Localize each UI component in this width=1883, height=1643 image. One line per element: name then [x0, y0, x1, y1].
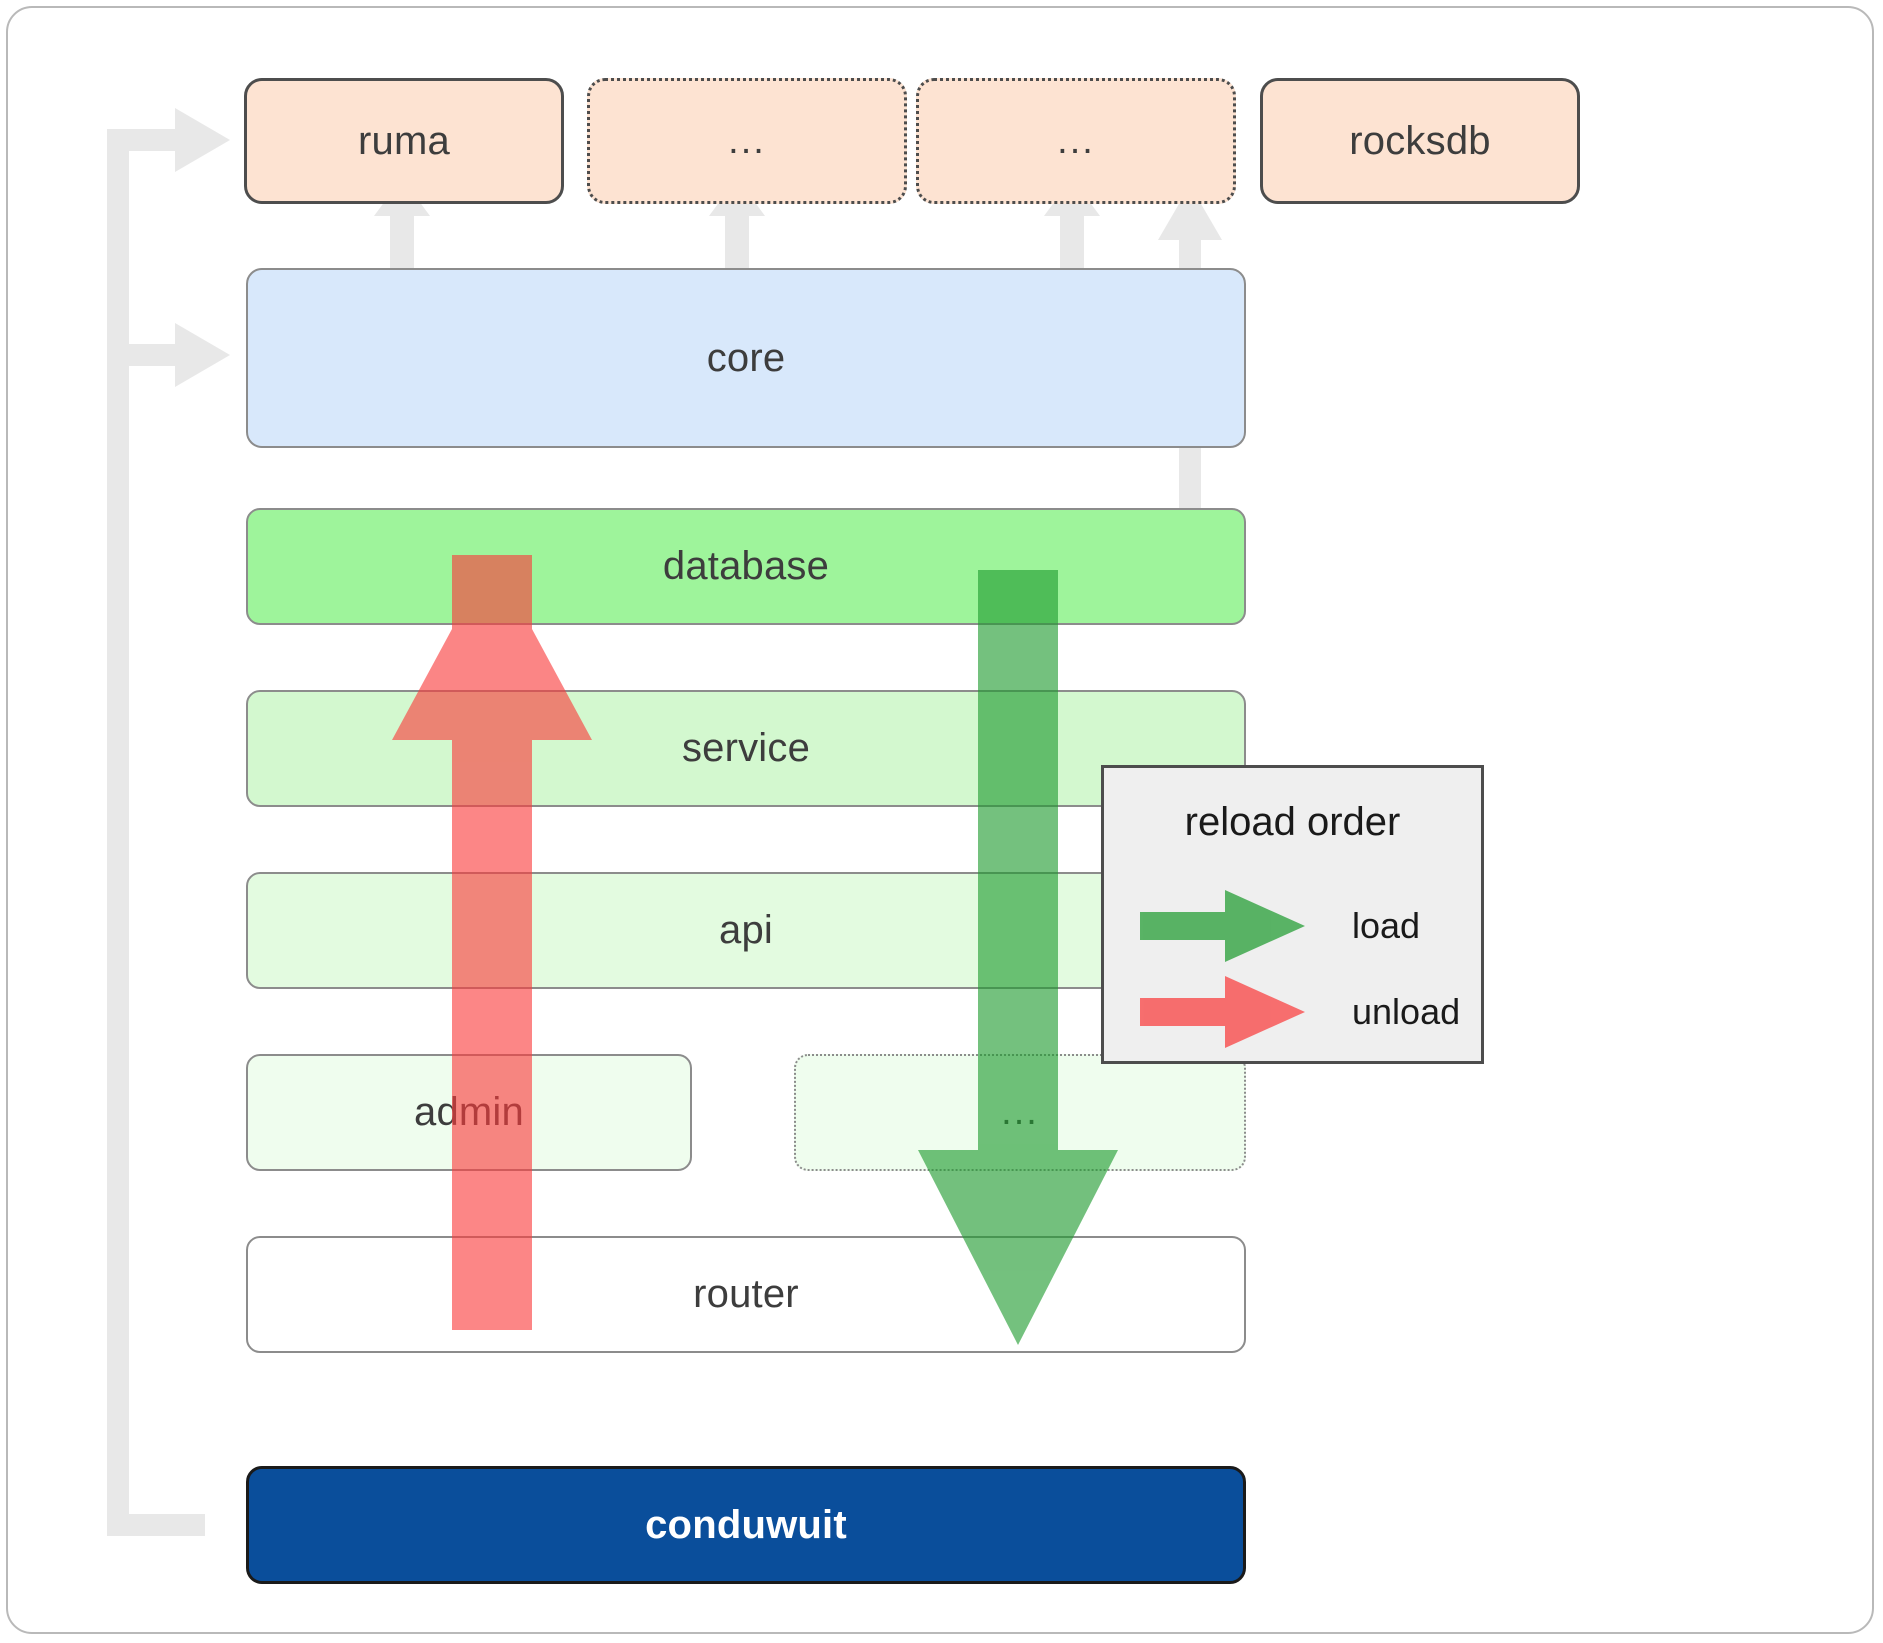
node-service-label: service — [681, 726, 811, 770]
node-layer-ellipsis-label: ... — [1001, 1091, 1039, 1133]
diagram-frame — [6, 6, 1874, 1634]
node-admin-label: admin — [414, 1090, 524, 1134]
legend-row-unload: unload — [1104, 972, 1481, 1052]
legend-unload-arrow-icon — [1140, 976, 1305, 1048]
node-admin[interactable]: admin — [246, 1054, 692, 1171]
node-core[interactable]: core — [246, 268, 1246, 448]
legend-title: reload order — [1184, 800, 1401, 844]
node-rocksdb[interactable]: rocksdb — [1260, 78, 1580, 204]
node-ruma[interactable]: ruma — [244, 78, 564, 204]
node-conduwuit-label: conduwuit — [645, 1502, 847, 1547]
node-core-label: core — [706, 335, 786, 380]
node-dep-ellipsis-1-label: ... — [728, 119, 766, 162]
node-database-label: database — [662, 544, 830, 588]
node-router[interactable]: router — [246, 1236, 1246, 1353]
node-dep-ellipsis-2[interactable]: ... — [916, 78, 1236, 204]
node-dep-ellipsis-2-label: ... — [1057, 119, 1095, 162]
legend-load-label: load — [1352, 905, 1421, 946]
node-layer-ellipsis[interactable]: ... — [794, 1054, 1246, 1171]
node-router-label: router — [693, 1272, 799, 1316]
node-api-label: api — [719, 908, 773, 952]
node-service[interactable]: service — [246, 690, 1246, 807]
node-rocksdb-label: rocksdb — [1349, 118, 1491, 163]
legend-unload-label: unload — [1352, 991, 1461, 1032]
node-ruma-label: ruma — [358, 118, 450, 163]
legend-row-load: load — [1104, 886, 1481, 966]
node-conduwuit[interactable]: conduwuit — [246, 1466, 1246, 1584]
legend-reload-order: reload order load unload — [1101, 765, 1484, 1064]
node-database[interactable]: database — [246, 508, 1246, 625]
node-api[interactable]: api — [246, 872, 1246, 989]
legend-load-arrow-icon — [1140, 890, 1305, 962]
node-dep-ellipsis-1[interactable]: ... — [587, 78, 907, 204]
